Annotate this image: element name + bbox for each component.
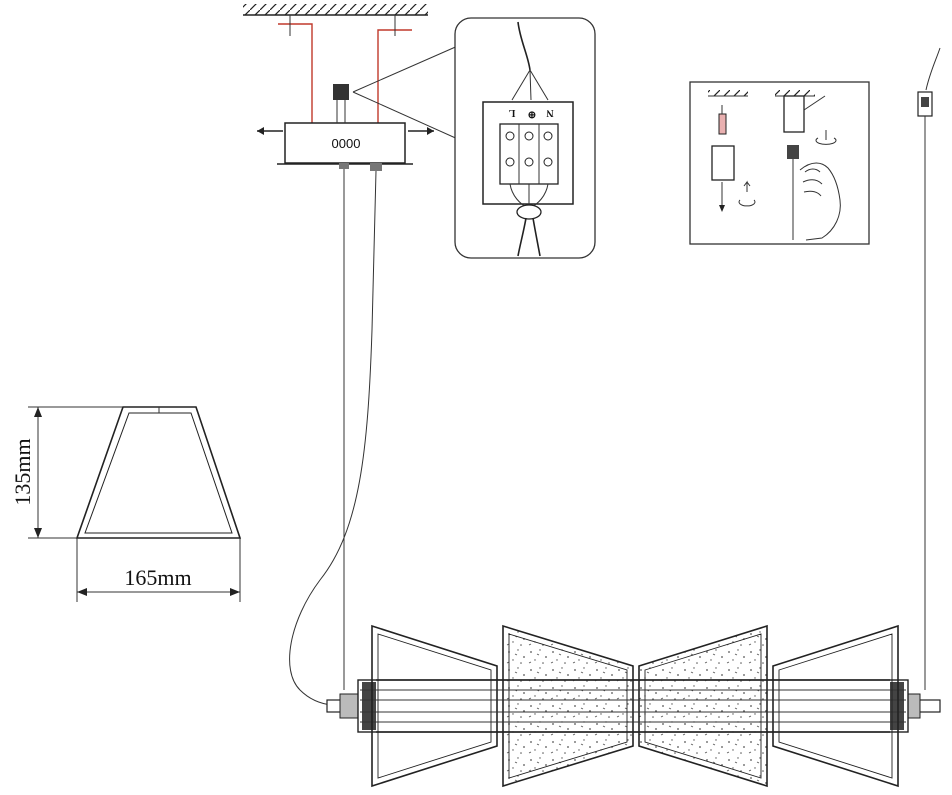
canopy: 0000 [257, 84, 434, 171]
shade-width-label: 165mm [124, 565, 191, 590]
shade-2 [502, 624, 634, 788]
right-suspension [917, 47, 941, 690]
terminal-label-l: L [508, 107, 515, 118]
shade-profile [28, 406, 242, 602]
ceiling [243, 4, 428, 16]
power-cord [289, 170, 377, 706]
mounting-bracket [278, 15, 412, 126]
shade-3 [638, 624, 768, 788]
terminal-label-n: N [546, 107, 554, 118]
terminal-label-earth: ⊕ [528, 110, 536, 121]
canopy-terminal-label: 0000 [332, 136, 361, 151]
shade-height-label: 135mm [10, 438, 35, 505]
shade-1 [371, 624, 498, 788]
suspension-detail [689, 81, 870, 245]
shade-4 [772, 624, 899, 788]
wiring-detail: L ⊕ N [454, 17, 596, 259]
fixture-bar-lines [376, 679, 890, 733]
